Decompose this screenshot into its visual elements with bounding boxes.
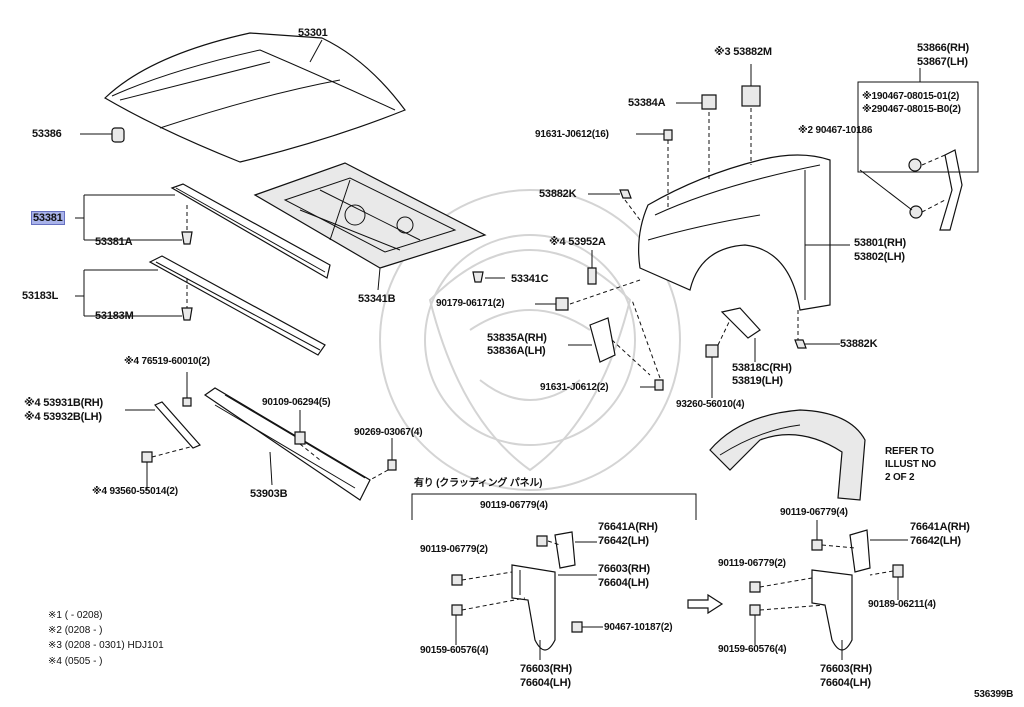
label-76519-60010[interactable]: ※4 76519-60010(2) xyxy=(124,356,210,367)
mud-flap-left[interactable] xyxy=(511,564,556,651)
label-90119-06779-4-left[interactable]: 90119-06779(4) xyxy=(480,500,548,511)
label-53301[interactable]: 53301 xyxy=(298,27,328,39)
fender-insulator-53882M[interactable] xyxy=(741,85,761,107)
label-90269-03067[interactable]: 90269-03067(4) xyxy=(354,427,423,438)
label-76604-left[interactable]: 76604(LH) xyxy=(520,677,571,689)
label-53882K-right[interactable]: 53882K xyxy=(840,338,878,350)
label-90119-06779-4-right[interactable]: 90119-06779(4) xyxy=(780,507,848,518)
label-53802[interactable]: 53802(LH) xyxy=(854,251,905,263)
label-90467-10186[interactable]: ※2 90467-10186 xyxy=(798,125,873,136)
label-76604-top[interactable]: 76604(LH) xyxy=(598,577,649,589)
note-4: ※4 (0505 - ) xyxy=(48,656,103,667)
label-91631-j0612-16[interactable]: 91631-J0612(16) xyxy=(535,129,609,140)
mud-flap-bracket-left[interactable] xyxy=(554,531,576,569)
label-76641A-left[interactable]: 76641A(RH) xyxy=(598,521,658,533)
note-1: ※1 ( - 0208) xyxy=(48,610,103,621)
label-90467-10187[interactable]: 90467-10187(2) xyxy=(604,622,673,633)
label-53867[interactable]: 53867(LH) xyxy=(917,56,968,68)
fender-liner[interactable] xyxy=(709,409,866,501)
label-53836A[interactable]: 53836A(LH) xyxy=(487,345,546,357)
hood-seal-53183[interactable] xyxy=(148,255,326,356)
label-53381A[interactable]: 53381A xyxy=(95,236,133,248)
fender-molding-53866[interactable] xyxy=(939,149,963,231)
label-90119-06779-2-right[interactable]: 90119-06779(2) xyxy=(718,558,786,569)
mud-flap-right[interactable] xyxy=(811,569,853,651)
label-76641A-right[interactable]: 76641A(RH) xyxy=(910,521,970,533)
label-93560-55014[interactable]: ※4 93560-55014(2) xyxy=(92,486,178,497)
label-290467[interactable]: ※290467-08015-B0(2) xyxy=(862,104,961,115)
front-fender[interactable] xyxy=(638,154,831,311)
label-53903B[interactable]: 53903B xyxy=(250,488,288,500)
refer-line-3: 2 OF 2 xyxy=(885,472,915,483)
label-53384A[interactable]: 53384A xyxy=(628,97,666,109)
label-76642-right[interactable]: 76642(LH) xyxy=(910,535,961,547)
label-76603-right[interactable]: 76603(RH) xyxy=(820,663,873,675)
refer-line-2: ILLUST NO xyxy=(885,459,936,470)
fender-bracket-53835A[interactable] xyxy=(589,317,616,363)
label-53183L[interactable]: 53183L xyxy=(22,290,59,302)
fender-bracket-53384A[interactable] xyxy=(701,94,717,110)
note-3: ※3 (0208 - 0301) HDJ101 xyxy=(48,640,164,651)
label-53882K-left[interactable]: 53882K xyxy=(539,188,577,200)
hood-seal-53381[interactable] xyxy=(170,183,331,279)
label-53183M[interactable]: 53183M xyxy=(95,310,134,322)
label-76642-left[interactable]: 76642(LH) xyxy=(598,535,649,547)
label-53801[interactable]: 53801(RH) xyxy=(854,237,907,249)
label-53819[interactable]: 53819(LH) xyxy=(732,375,783,387)
arrow-icon xyxy=(687,593,724,615)
label-76603-top[interactable]: 76603(RH) xyxy=(598,563,651,575)
label-53818C[interactable]: 53818C(RH) xyxy=(732,362,792,374)
watermark-emblem xyxy=(379,189,681,491)
refer-line-1: REFER TO xyxy=(885,446,934,457)
label-cladding-panel: 有り (クラッディング パネル) xyxy=(414,478,543,489)
label-90159-60576-right[interactable]: 90159-60576(4) xyxy=(718,644,787,655)
label-53341C[interactable]: 53341C xyxy=(511,273,549,285)
label-91631-j0612-2[interactable]: 91631-J0612(2) xyxy=(540,382,609,393)
label-90159-60576-left[interactable]: 90159-60576(4) xyxy=(420,645,489,656)
label-76604-right[interactable]: 76604(LH) xyxy=(820,677,871,689)
label-53866[interactable]: 53866(RH) xyxy=(917,42,970,54)
label-190467[interactable]: ※190467-08015-01(2) xyxy=(862,91,960,102)
note-2: ※2 (0208 - ) xyxy=(48,625,103,636)
label-93260-56010[interactable]: 93260-56010(4) xyxy=(676,399,745,410)
label-76603-left[interactable]: 76603(RH) xyxy=(520,663,573,675)
label-53381-highlighted[interactable]: 53381 xyxy=(31,211,65,225)
label-53386[interactable]: 53386 xyxy=(32,128,62,140)
fender-bracket-53818C[interactable] xyxy=(720,307,761,339)
label-53882M[interactable]: ※3 53882M xyxy=(714,46,772,58)
diagram-id: 536399B xyxy=(974,689,1014,700)
bumper-strip-53931B[interactable] xyxy=(154,401,201,449)
hood-insulator[interactable] xyxy=(253,162,487,269)
label-53952A[interactable]: ※4 53952A xyxy=(549,236,606,248)
label-90109-06294[interactable]: 90109-06294(5) xyxy=(262,397,331,408)
label-53341B[interactable]: 53341B xyxy=(358,293,396,305)
bumper-reinforcement[interactable] xyxy=(203,387,371,501)
label-90179-06171[interactable]: 90179-06171(2) xyxy=(436,298,505,309)
label-90189-06211[interactable]: 90189-06211(4) xyxy=(868,599,936,610)
label-53835A[interactable]: 53835A(RH) xyxy=(487,332,547,344)
mud-flap-bracket-right[interactable] xyxy=(849,529,871,573)
hood-panel[interactable] xyxy=(104,32,406,163)
hood-cushion[interactable] xyxy=(111,127,125,143)
label-53931B[interactable]: ※4 53931B(RH) xyxy=(24,397,104,409)
label-53932B[interactable]: ※4 53932B(LH) xyxy=(24,411,102,423)
label-90119-06779-2-left[interactable]: 90119-06779(2) xyxy=(420,544,488,555)
